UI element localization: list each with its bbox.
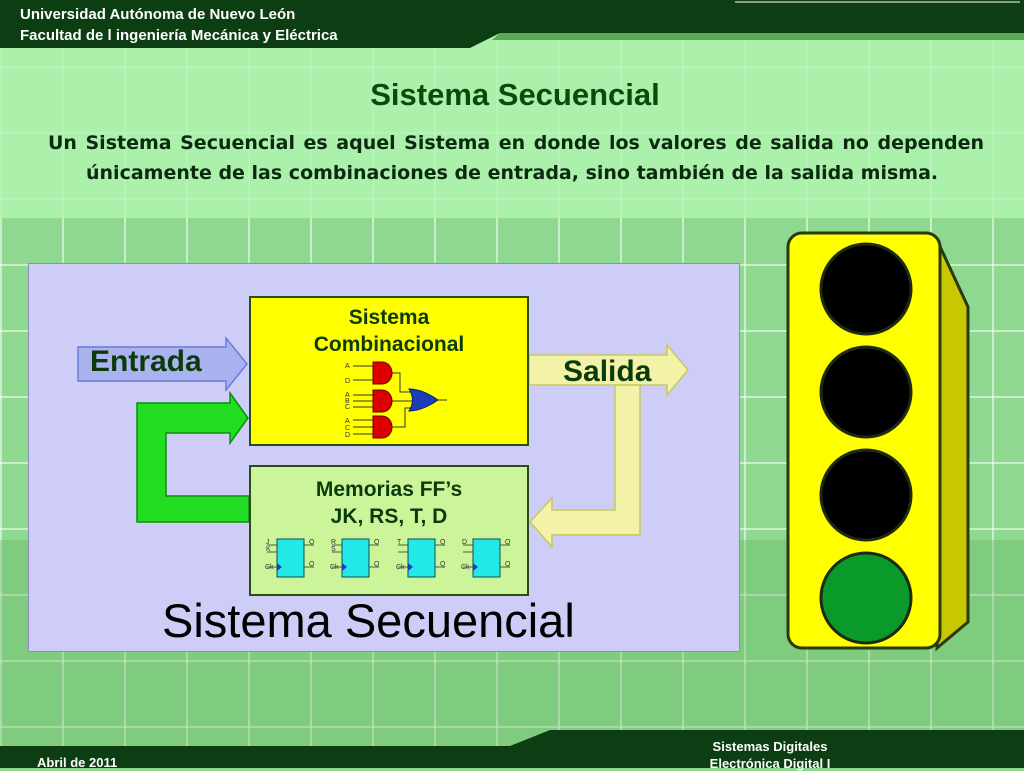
gate3-input-c: C: [345, 425, 350, 432]
and-gate-3: [372, 415, 393, 439]
ff-clock: Ck: [396, 564, 405, 571]
ff-output: Q: [309, 539, 315, 546]
entrada-arrow: [77, 335, 248, 393]
traffic-light-lamp-3: [819, 448, 913, 542]
diagram-caption: Sistema Secuencial: [162, 594, 575, 647]
ff-output: Q: [440, 539, 446, 546]
ff-clock: Ck: [461, 564, 470, 571]
ff-input2: S: [331, 546, 336, 553]
definition-paragraph: Un Sistema Secuencial es aquel Sistema e…: [48, 132, 984, 184]
and-gate-1: [372, 361, 393, 385]
ff-input1: J: [266, 539, 270, 546]
and-gate-2: [372, 389, 393, 413]
ff-output-negated: Q: [440, 561, 446, 568]
flipflop-1: JK Ck Q Q: [265, 538, 315, 578]
entrada-label: Entrada: [90, 345, 202, 378]
ff-clock: Ck: [330, 564, 339, 571]
footer-bar: [0, 730, 1024, 768]
header-bar: [0, 0, 1024, 48]
gate3-input-a: A: [345, 418, 350, 425]
ff-output-negated: Q: [505, 561, 511, 568]
university-name: Universidad Autónoma de Nuevo León: [20, 6, 296, 23]
traffic-light-housing: [786, 231, 942, 650]
gate1-input-d: D: [345, 378, 350, 385]
ff-input2: K: [266, 546, 271, 553]
faculty-name: Facultad de l ingeniería Mecánica y Eléc…: [20, 27, 338, 44]
gate1-input-a: A: [345, 363, 350, 370]
ff-input1: T: [397, 539, 402, 546]
footer-course-line2: Electrónica Digital I: [709, 756, 831, 771]
flipflop-2: RS Ck Q Q: [330, 538, 380, 578]
ff-output-negated: Q: [309, 561, 315, 568]
gate2-input-c: C: [345, 404, 350, 411]
traffic-light-lamp-1: [819, 242, 913, 336]
gate2-input-a: A: [345, 392, 350, 399]
ff-input1: R: [331, 539, 336, 546]
combinational-title-line1: Sistema: [348, 306, 430, 329]
flipflop-3: T Ck Q Q: [396, 538, 446, 578]
ff-clock: Ck: [265, 564, 274, 571]
footer-date: Abril de 2011: [37, 755, 118, 770]
feedback-arrow: [136, 390, 250, 523]
gate3-input-d: D: [345, 432, 350, 439]
slide-title: Sistema Secuencial: [370, 77, 660, 112]
memory-title-line2: JK, RS, T, D: [330, 505, 448, 528]
traffic-light-lamp-4: [819, 551, 913, 645]
traffic-light-lamp-2: [819, 345, 913, 439]
salida-label: Salida: [563, 355, 652, 388]
gate2-input-b: B: [345, 398, 350, 405]
ff-input1: D: [462, 539, 467, 546]
return-arrow: [528, 384, 641, 549]
ff-output: Q: [374, 539, 380, 546]
flipflop-4: D Ck Q Q: [461, 538, 511, 578]
salida-arrow: [528, 342, 689, 398]
footer-course-line1: Sistemas Digitales: [712, 739, 828, 754]
ff-output-negated: Q: [374, 561, 380, 568]
memory-title-line1: Memorias FF’s: [315, 478, 463, 501]
combinational-title-line2: Combinacional: [313, 333, 465, 356]
or-gate: [408, 388, 439, 412]
ff-output: Q: [505, 539, 511, 546]
